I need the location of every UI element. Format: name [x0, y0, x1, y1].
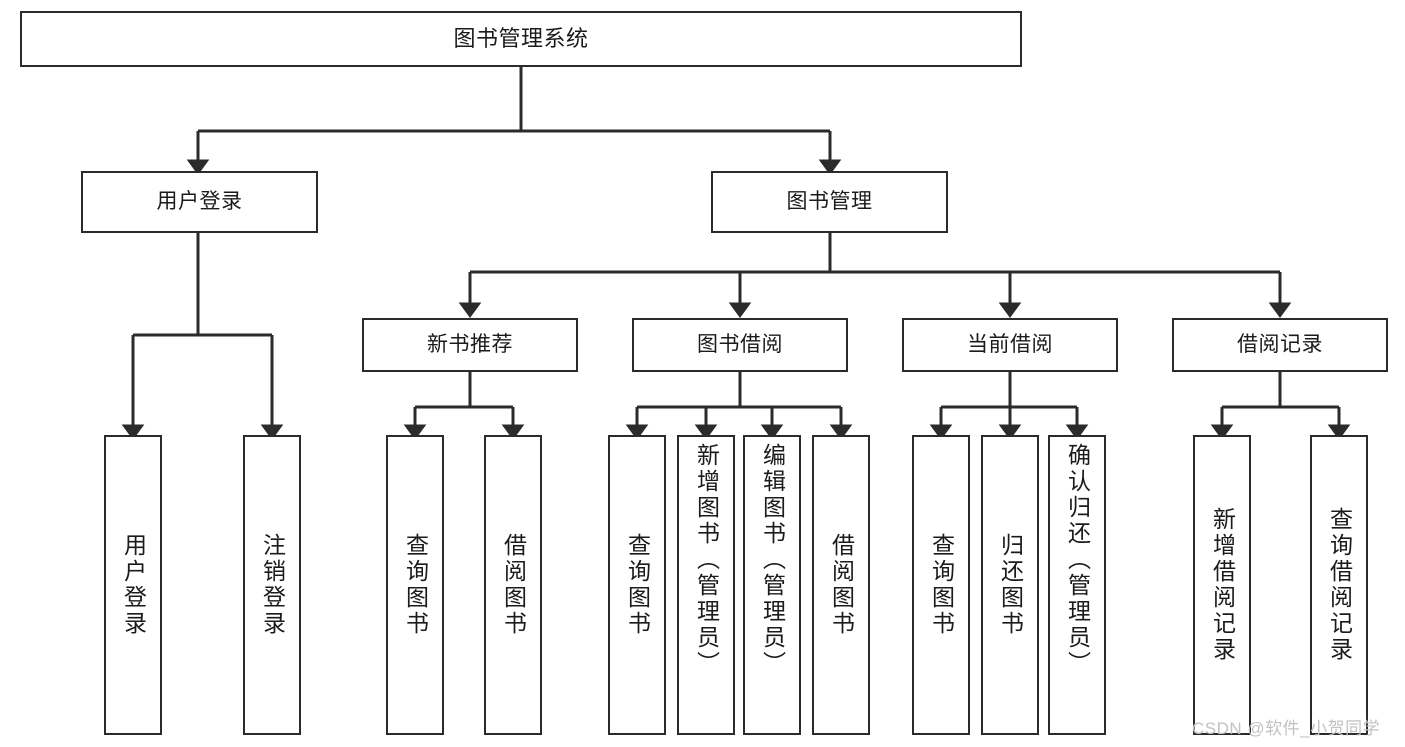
node-label: 借阅记录: [1237, 333, 1323, 357]
node-current-borrow[interactable]: 当前借阅: [902, 318, 1118, 372]
leaf-current-borrow-return-book[interactable]: 归还图书: [981, 435, 1039, 735]
node-label: 确认归还（管理员）: [1064, 443, 1091, 677]
leaf-book-borrow-query-book[interactable]: 查询图书: [608, 435, 666, 735]
node-label: 新增借阅记录: [1209, 507, 1236, 663]
leaf-current-borrow-confirm-return-admin[interactable]: 确认归还（管理员）: [1048, 435, 1106, 735]
node-label: 查询借阅记录: [1326, 507, 1353, 663]
node-new-book-recommend[interactable]: 新书推荐: [362, 318, 578, 372]
node-label: 新书推荐: [427, 333, 513, 357]
node-label: 编辑图书（管理员）: [759, 443, 786, 677]
node-label: 新增图书（管理员）: [693, 443, 720, 677]
leaf-current-borrow-query-book[interactable]: 查询图书: [912, 435, 970, 735]
leaf-book-borrow-edit-book-admin[interactable]: 编辑图书（管理员）: [743, 435, 801, 735]
node-label: 图书借阅: [697, 333, 783, 357]
node-label: 查询图书: [928, 533, 955, 637]
node-book-borrow[interactable]: 图书借阅: [632, 318, 848, 372]
leaf-book-borrow-add-book-admin[interactable]: 新增图书（管理员）: [677, 435, 735, 735]
node-label: 查询图书: [402, 533, 429, 637]
node-user-login[interactable]: 用户登录: [81, 171, 318, 233]
node-label: 图书管理系统: [453, 25, 589, 51]
node-label: 借阅图书: [500, 533, 527, 637]
node-borrow-record[interactable]: 借阅记录: [1172, 318, 1388, 372]
node-label: 查询图书: [624, 533, 651, 637]
node-label: 借阅图书: [828, 533, 855, 637]
node-label: 用户登录: [156, 190, 243, 214]
csdn-watermark: CSDN @软件_小贺同学: [1192, 719, 1381, 738]
node-book-management[interactable]: 图书管理: [711, 171, 948, 233]
leaf-new-book-borrow-book[interactable]: 借阅图书: [484, 435, 542, 735]
node-label: 用户登录: [120, 533, 147, 637]
leaf-book-borrow-borrow-book[interactable]: 借阅图书: [812, 435, 870, 735]
node-label: 图书管理: [786, 190, 873, 214]
node-label: 归还图书: [997, 533, 1024, 637]
leaf-borrow-record-query-record[interactable]: 查询借阅记录: [1310, 435, 1368, 735]
leaf-user-login-logout[interactable]: 注销登录: [243, 435, 301, 735]
leaf-new-book-query-book[interactable]: 查询图书: [386, 435, 444, 735]
leaf-borrow-record-add-record[interactable]: 新增借阅记录: [1193, 435, 1251, 735]
node-root-book-management-system[interactable]: 图书管理系统: [20, 11, 1022, 67]
leaf-user-login-login[interactable]: 用户登录: [104, 435, 162, 735]
node-label: 注销登录: [259, 533, 286, 637]
node-label: 当前借阅: [967, 333, 1053, 357]
